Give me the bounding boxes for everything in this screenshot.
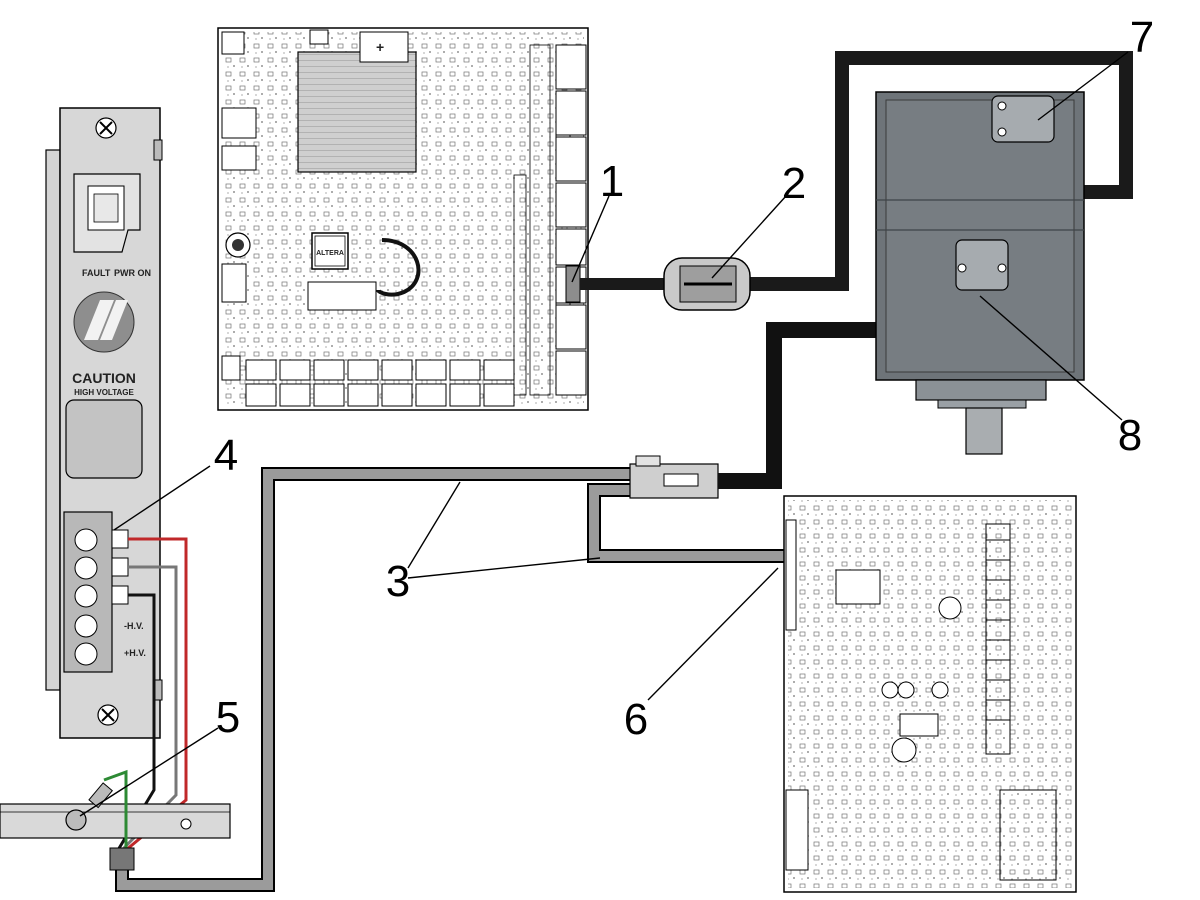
ferrite-core xyxy=(663,257,751,311)
callout-1: 1 xyxy=(600,157,624,206)
caution-label: CAUTION xyxy=(72,370,136,386)
green-wire xyxy=(103,769,128,850)
fpga-chip: ALTERA xyxy=(311,232,349,270)
heatsink xyxy=(297,51,417,173)
callout-3: 3 xyxy=(386,557,410,606)
motor-shaft xyxy=(965,407,1003,455)
high-voltage-label: HIGH VOLTAGE xyxy=(74,388,134,397)
pwr-on-label: PWR ON xyxy=(114,268,151,278)
callout-6: 6 xyxy=(624,695,648,744)
callout-4: 4 xyxy=(214,431,238,480)
board-bottom-connectors xyxy=(245,359,515,407)
svg-text:+: + xyxy=(376,39,384,55)
altera-chip-label: ALTERA xyxy=(316,250,344,257)
ground-rail xyxy=(0,782,231,839)
callout-2: 2 xyxy=(782,159,806,208)
callout-8: 8 xyxy=(1118,411,1142,460)
callout-leaders xyxy=(79,51,1129,817)
callout-5: 5 xyxy=(216,693,240,742)
fault-label: FAULT xyxy=(82,268,111,278)
control-board: + ALTERA xyxy=(217,27,589,411)
amplifier-panel: FAULT PWR ON CAUTION HIGH VOLTAGE -H.V. … xyxy=(45,107,163,739)
amplifier-board xyxy=(783,495,1077,893)
callout-7: 7 xyxy=(1130,13,1154,62)
plus-hv-label: +H.V. xyxy=(124,648,146,658)
gray-cable-branch xyxy=(587,483,786,563)
power-connector-box xyxy=(955,239,1009,291)
terminal-block xyxy=(63,511,129,673)
encoder-box xyxy=(991,95,1055,143)
encoder-connector xyxy=(565,265,581,303)
ground-stud-icon xyxy=(65,809,87,831)
cable-connector xyxy=(629,455,719,499)
minus-hv-label: -H.V. xyxy=(124,621,144,631)
servo-motor xyxy=(875,91,1085,455)
